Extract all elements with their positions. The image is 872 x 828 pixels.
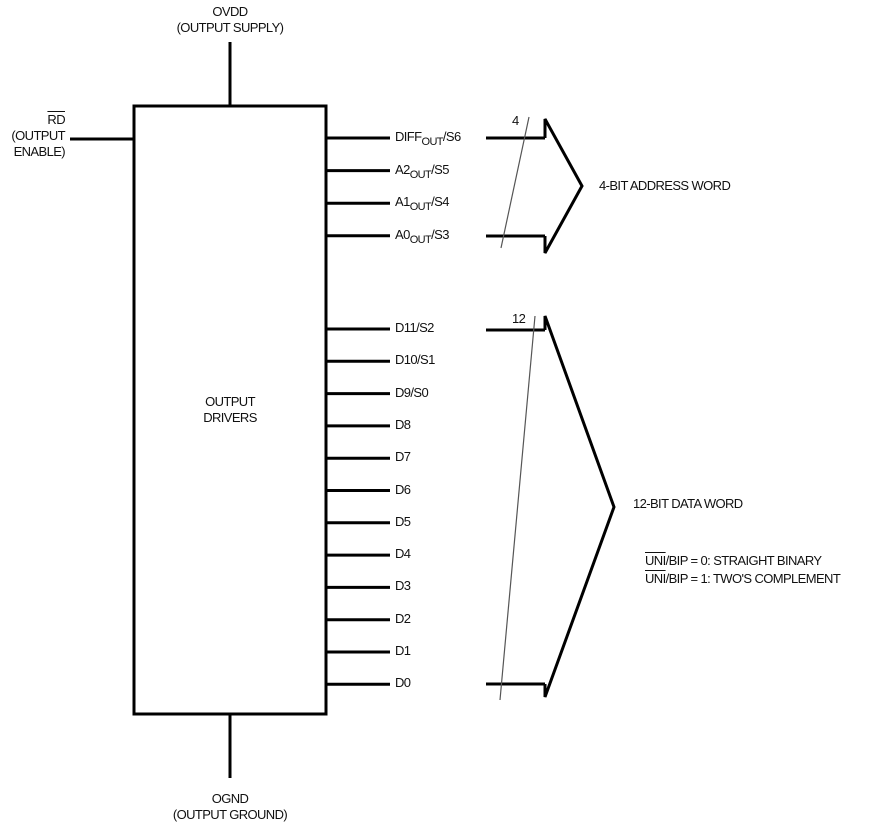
rd-desc-line2: ENABLE) (13, 144, 66, 159)
uni-overbar: UNI (645, 553, 666, 568)
ognd-desc: (OUTPUT GROUND) (172, 807, 288, 822)
data-pin-label: D4 (395, 546, 411, 562)
pin-name: A1 (395, 194, 410, 210)
rd-desc-line1: (OUTPUT (11, 128, 65, 143)
address-bus-label: 4-BIT ADDRESS WORD (599, 178, 731, 193)
uni-overbar: UNI (645, 571, 666, 586)
data-pin-label: D3 (395, 578, 411, 594)
ovdd-desc: (OUTPUT SUPPLY) (176, 20, 284, 35)
rd-name: RD (47, 112, 65, 127)
data-pin-label: D10/S1 (395, 352, 435, 368)
data-bus-arrow (543, 315, 616, 698)
data-pin-label: D8 (395, 416, 411, 432)
address-bus-arrow (543, 118, 584, 254)
pin-name: DIFF (395, 129, 422, 144)
pin-subscript: OUT (409, 168, 432, 181)
pin-suffix: /S3 (431, 226, 449, 242)
data-pin-label: D0 (395, 675, 411, 691)
pin-subscript: OUT (409, 201, 432, 214)
data-pin-label: D5 (395, 513, 411, 529)
rd-label: RD (OUTPUT ENABLE) (0, 112, 65, 160)
pin-subscript: OUT (421, 136, 443, 148)
address-bus-slash (500, 116, 530, 249)
block-label: OUTPUT DRIVERS (150, 394, 310, 426)
data-pin-label: D1 (395, 643, 411, 658)
ovdd-label: OVDD (OUTPUT SUPPLY) (150, 4, 310, 36)
block-label-line2: DRIVERS (203, 410, 257, 425)
data-pin-label: D9/S0 (395, 384, 429, 400)
data-pin-label: D7 (395, 449, 411, 465)
address-bus-width: 4 (512, 113, 519, 128)
data-pin-label: D2 (395, 610, 411, 626)
data-bus-slash (499, 315, 536, 701)
note-2-text: /BIP = 1: TWO'S COMPLEMENT (665, 571, 841, 586)
ovdd-name: OVDD (212, 4, 248, 19)
pin-leads (326, 136, 390, 686)
ognd-label: OGND (OUTPUT GROUND) (150, 791, 310, 823)
data-pin-label: D11/S2 (395, 320, 434, 335)
ognd-name: OGND (211, 791, 249, 806)
address-pin-label: A2OUT/S5 (395, 161, 449, 181)
note-1-text: /BIP = 0: STRAIGHT BINARY (665, 553, 822, 568)
coding-note-2: UNI/BIP = 1: TWO'S COMPLEMENT (645, 571, 841, 587)
pin-subscript: OUT (409, 233, 432, 246)
data-bus-label: 12-BIT DATA WORD (633, 496, 743, 511)
coding-note-1: UNI/BIP = 0: STRAIGHT BINARY (645, 553, 822, 569)
pin-name: A2 (395, 161, 410, 177)
data-pin-label: D6 (395, 481, 411, 497)
pin-suffix: /S5 (431, 161, 449, 177)
block-label-line1: OUTPUT (205, 394, 255, 409)
address-pin-label: A1OUT/S4 (395, 194, 449, 214)
data-bus-width: 12 (512, 311, 526, 326)
pin-name: A0 (395, 226, 410, 242)
address-pin-label: A0OUT/S3 (395, 226, 449, 246)
address-pin-label: DIFFOUT/S6 (395, 129, 461, 148)
pin-suffix: /S4 (431, 194, 449, 210)
pin-suffix: /S6 (442, 129, 461, 144)
